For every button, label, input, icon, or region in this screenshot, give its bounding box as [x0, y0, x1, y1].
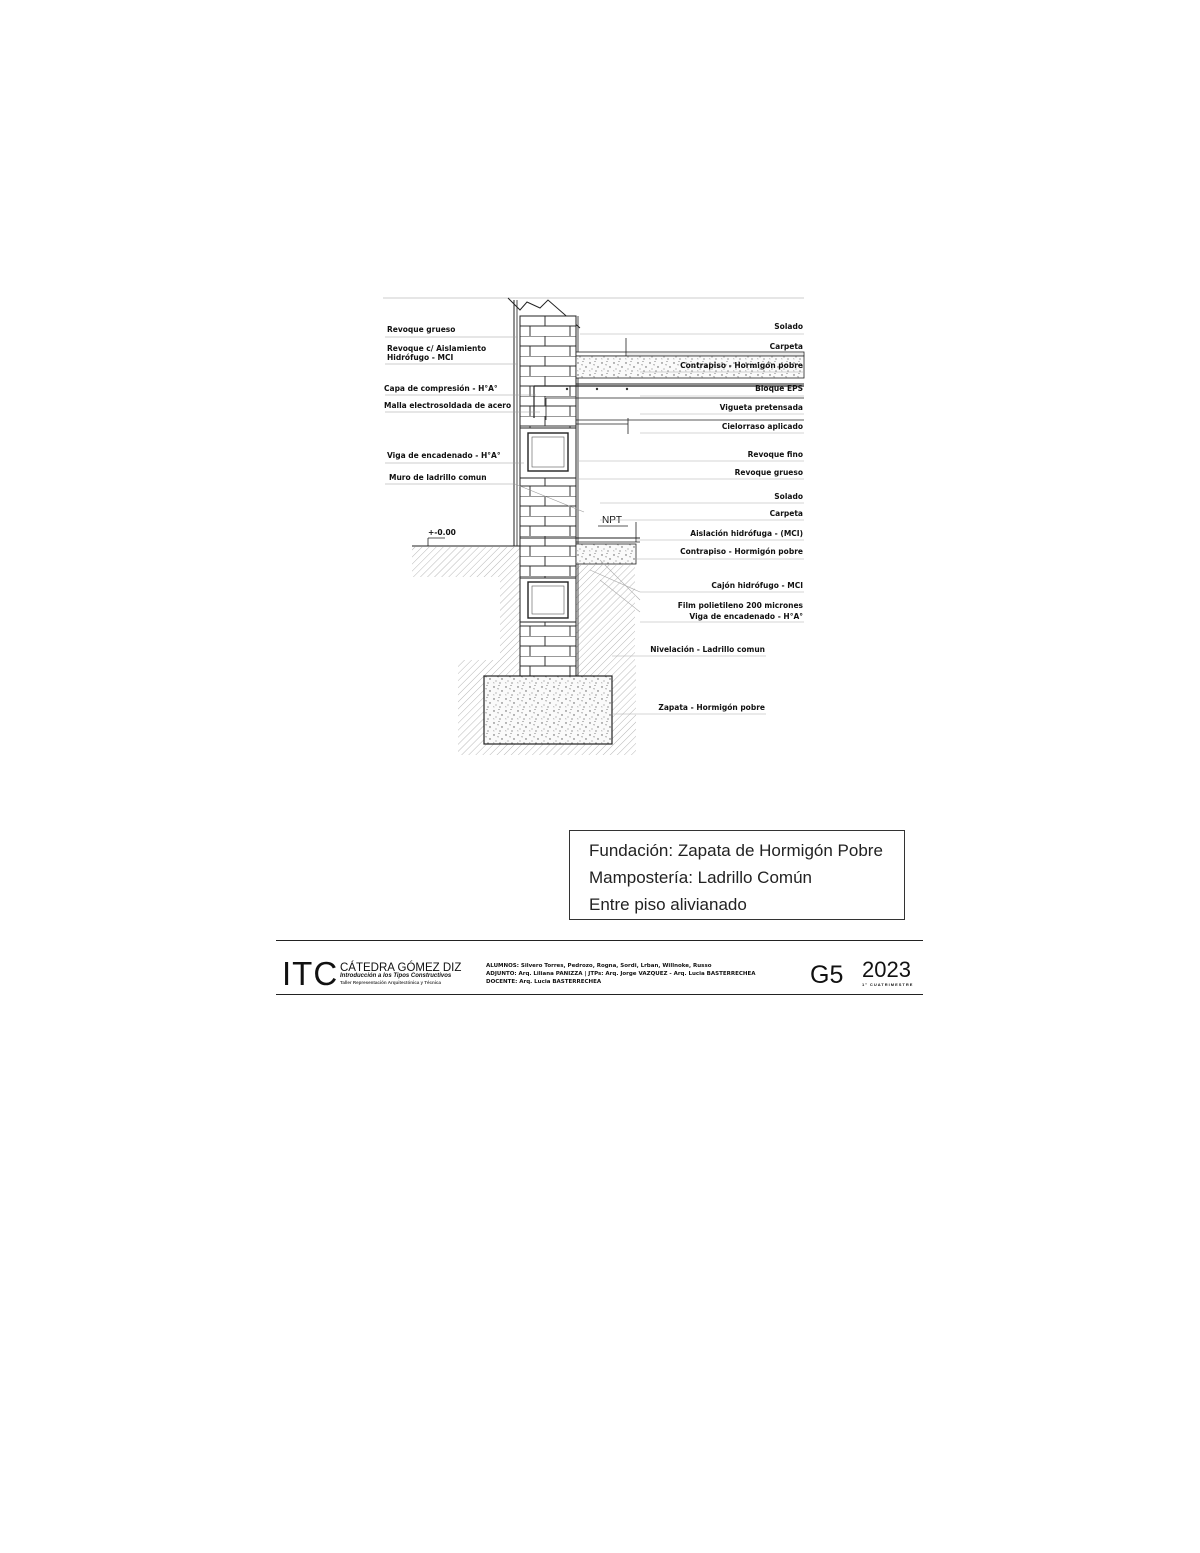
label-revoque-grueso: Revoque grueso: [387, 325, 455, 334]
floor-text: Entre piso alivianado: [589, 895, 747, 914]
label-vigueta: Vigueta pretensada: [720, 403, 803, 412]
bond-beam-lower: [519, 577, 577, 623]
footer-top-rule: [276, 940, 923, 941]
label-contrapiso-1: Contrapiso - Hormigón pobre: [680, 361, 803, 370]
foundation-text: Fundación: Zapata de Hormigón Pobre: [589, 841, 883, 860]
bond-beam-upper: [519, 427, 577, 479]
label-contrapiso-2: Contrapiso - Hormigón pobre: [680, 547, 803, 556]
left-labels: Revoque grueso Revoque c/ Aislamiento Hi…: [384, 325, 511, 482]
description-box: Fundación: Zapata de Hormigón Pobre Mamp…: [569, 830, 905, 920]
masonry-text: Mampostería: Ladrillo Común: [589, 868, 812, 887]
footing: [483, 675, 613, 745]
label-bloque-eps: Bloque EPS: [755, 384, 803, 393]
year: 2023: [862, 957, 911, 982]
label-revoque-grueso-right: Revoque grueso: [735, 468, 803, 477]
credits-block: ALUMNOS: Silvero Torres, Pedrozo, Rogna,…: [486, 962, 755, 986]
label-film: Film polietileno 200 micrones: [678, 601, 804, 610]
level-marker: +-0.00: [427, 528, 456, 546]
label-viga-encadenado: Viga de encadenado - H°A°: [387, 451, 501, 460]
label-revoque-aislamiento: Revoque c/ Aislamiento: [387, 344, 486, 353]
year-subtitle: 1° CUATRIMESTRE: [862, 982, 914, 987]
label-solado-2: Solado: [774, 492, 803, 501]
label-cajon: Cajón hidrófugo - MCI: [711, 581, 803, 590]
ground-floor-layers: [575, 522, 640, 565]
right-labels: Solado Carpeta Contrapiso - Hormigón pob…: [650, 322, 803, 712]
label-carpeta-1: Carpeta: [770, 342, 803, 351]
label-revoque-aislamiento-2: Hidrófugo - MCI: [387, 353, 453, 362]
footer-bottom-rule: [276, 994, 923, 995]
npt-marker: NPT: [598, 515, 628, 527]
catedra-title: CÁTEDRA GÓMEZ DIZ: [340, 962, 462, 974]
catedra-subtitle: Introducción a los Tipos Constructivos: [340, 973, 452, 979]
level-text: +-0.00: [428, 528, 456, 537]
catedra-subtitle-2: Taller Representación Arquitectónica y T…: [340, 980, 442, 985]
label-muro: Muro de ladrillo comun: [389, 473, 487, 482]
npt-label: NPT: [602, 515, 622, 526]
label-malla: Malla electrosoldada de acero: [384, 401, 511, 410]
label-revoque-fino: Revoque fino: [748, 450, 803, 459]
group-number: G5: [810, 961, 844, 989]
label-cielorraso: Cielorraso aplicado: [722, 422, 803, 431]
label-carpeta-2: Carpeta: [770, 509, 803, 518]
label-capa-compresion: Capa de compresión - H°A°: [384, 384, 498, 393]
label-zapata: Zapata - Hormigón pobre: [658, 703, 765, 712]
alumnos-text: ALUMNOS: Silvero Torres, Pedrozo, Rogna,…: [486, 963, 712, 969]
adjunto-text: ADJUNTO: Arq. Liliana PANIZZA | JTPs: Ar…: [486, 971, 756, 977]
itc-logo: ITC: [282, 955, 339, 992]
label-nivelacion: Nivelación - Ladrillo comun: [650, 645, 765, 654]
label-viga-right: Viga de encadenado - H°A°: [689, 612, 803, 621]
docente-text: DOCENTE: Arq. Lucia BASTERRECHEA: [486, 979, 602, 985]
label-solado-1: Solado: [774, 322, 803, 331]
label-aislacion: Aislación hidrófuga - (MCI): [690, 529, 803, 538]
